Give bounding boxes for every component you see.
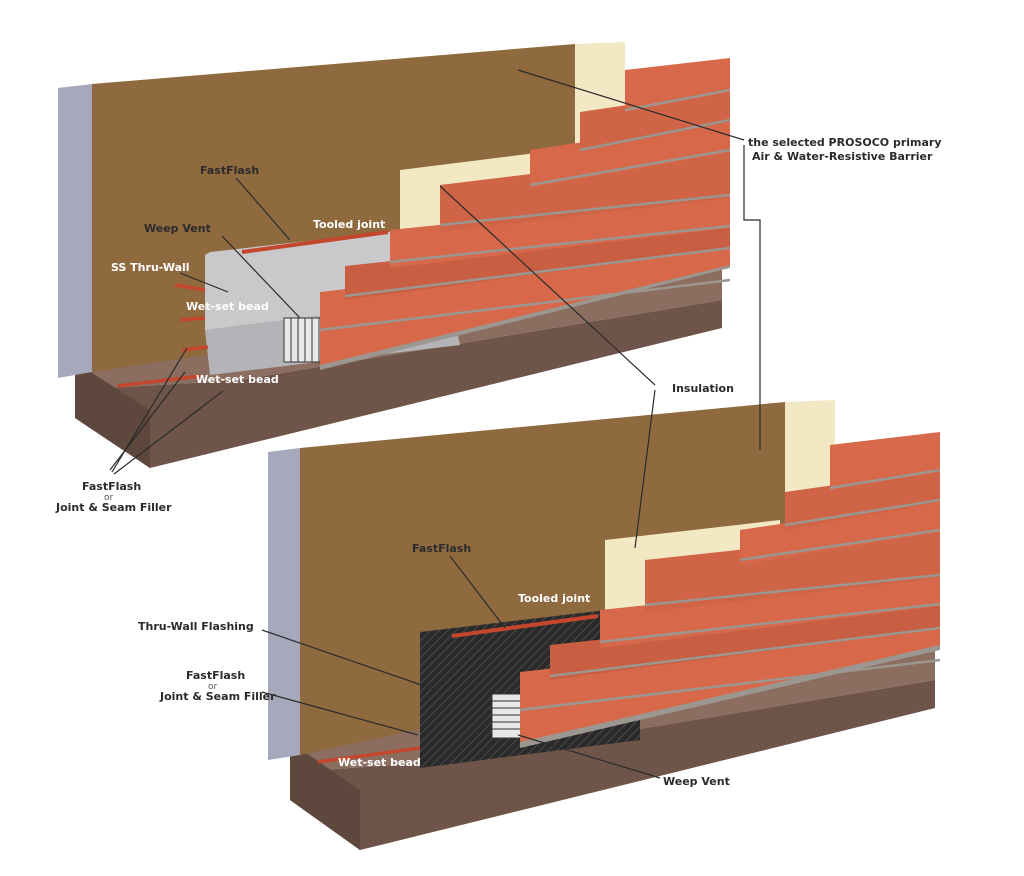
leader-lines (109, 69, 761, 779)
bottom-stud-edge (268, 448, 300, 760)
label-top-fastflash-or-3: Joint & Seam Filler (55, 501, 172, 514)
label-top-fastflash: FastFlash (200, 164, 259, 177)
top-weep-vent (283, 317, 325, 363)
label-bottom-fastflash-or-1: FastFlash (186, 669, 245, 682)
label-barrier-line2: Air & Water-Resistive Barrier (752, 150, 933, 163)
top-stud-edge (58, 84, 92, 378)
bottom-fastflash-strip (317, 746, 421, 764)
labels: the selected PROSOCO primary Air & Water… (55, 136, 942, 788)
label-top-weep-vent: Weep Vent (144, 222, 211, 235)
label-bottom-thru-wall-flashing: Thru-Wall Flashing (138, 620, 254, 633)
label-top-ss-thru-wall: SS Thru-Wall (111, 261, 190, 274)
label-bottom-fastflash-or-3: Joint & Seam Filler (159, 690, 276, 703)
label-top-wet-set-bead-1: Wet-set bead (186, 300, 269, 313)
bottom-wall-assembly (268, 400, 941, 850)
bottom-tooled-joint-line (451, 614, 599, 638)
label-top-fastflash-or-2: or (104, 493, 114, 503)
bottom-brick-wall (519, 432, 941, 748)
label-bottom-weep-vent: Weep Vent (663, 775, 730, 788)
top-brick-wall (319, 58, 731, 370)
label-bottom-tooled-joint: Tooled joint (518, 592, 590, 605)
top-foundation-front (75, 300, 722, 468)
label-top-fastflash-or-1: FastFlash (82, 480, 141, 493)
top-wall-assembly (58, 42, 731, 468)
label-bottom-fastflash: FastFlash (412, 542, 471, 555)
top-tooled-joint-line (241, 230, 389, 254)
label-bottom-fastflash-or-2: or (208, 682, 218, 692)
bottom-insulation-strip (785, 400, 835, 510)
label-top-wet-set-bead-2: Wet-set bead (196, 373, 279, 386)
top-weep-vent-slats (290, 318, 320, 362)
label-bottom-wet-set-bead: Wet-set bead (338, 756, 421, 769)
label-insulation: Insulation (672, 382, 734, 395)
bottom-foundation-side (290, 742, 360, 850)
label-top-tooled-joint: Tooled joint (313, 218, 385, 231)
label-barrier-line1: the selected PROSOCO primary (748, 136, 942, 149)
bottom-foundation-front (290, 680, 935, 850)
